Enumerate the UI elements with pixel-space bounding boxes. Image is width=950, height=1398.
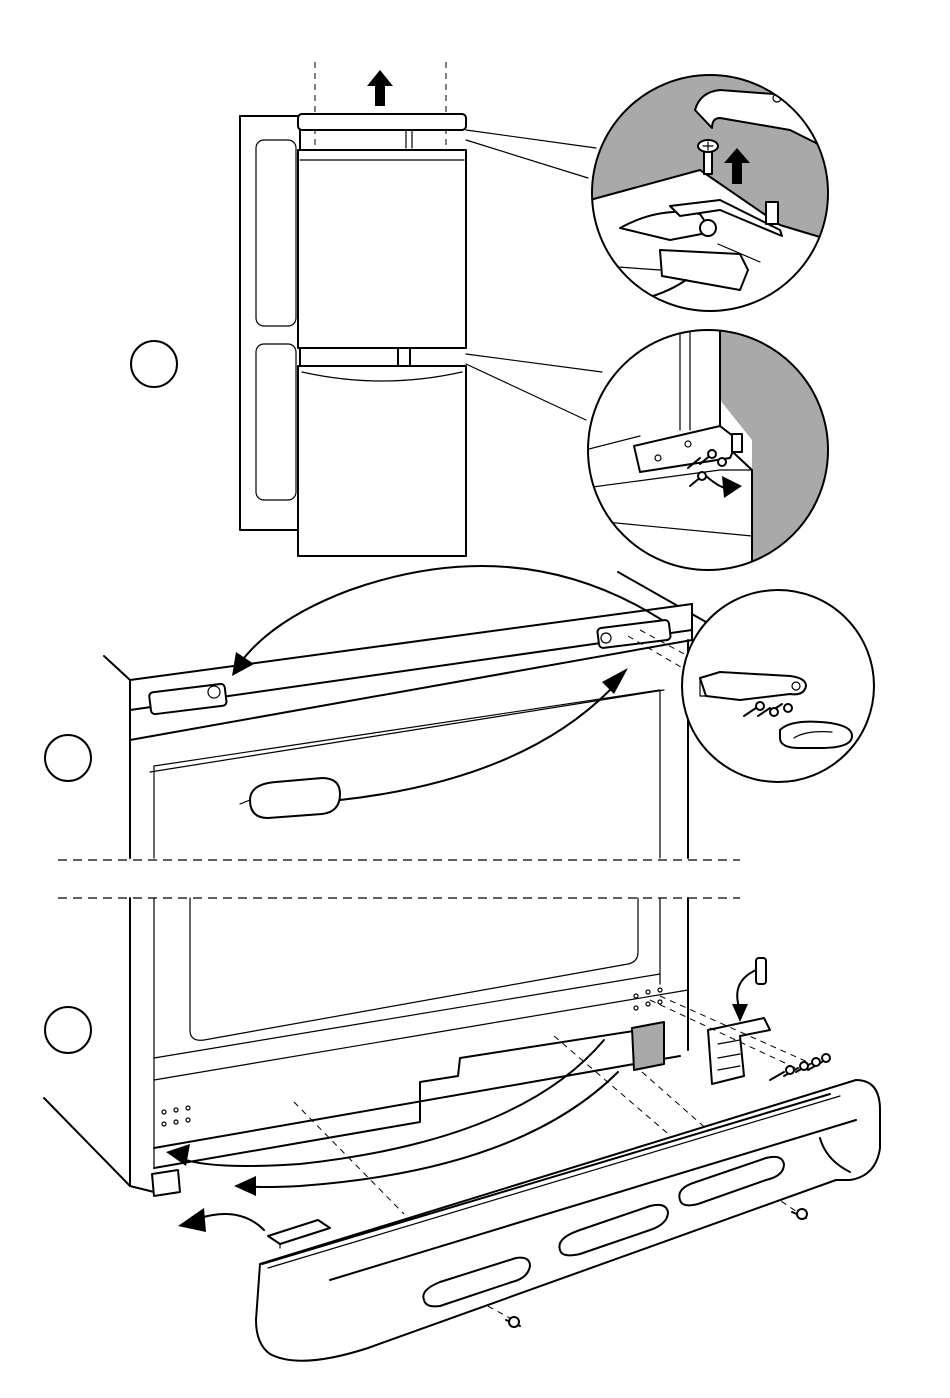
hinge-screws [770, 1054, 830, 1080]
arc-arrow-middle-icon [234, 1176, 256, 1196]
top-hinge-cover [298, 114, 466, 130]
upper-door [298, 150, 466, 348]
hinge-cover-cap [780, 722, 852, 748]
step-1-panel [131, 62, 602, 556]
rotate-arrow-icon [600, 294, 624, 318]
pin-arrow-icon [732, 1004, 748, 1022]
step-3-panel [44, 898, 880, 1361]
step-3-marker [45, 1007, 91, 1053]
door-foot [152, 1170, 180, 1196]
arc-arrow-lower-icon [166, 1144, 190, 1166]
handle-cap [250, 778, 340, 818]
middle-hinge-detail [585, 328, 830, 573]
top-hinge-detail [590, 75, 830, 318]
step-1-marker [131, 341, 177, 387]
plinth-screw-lower [506, 1317, 520, 1327]
top-hinge-parts-detail [682, 590, 874, 782]
mount-holes-left [162, 1106, 190, 1126]
step-2-marker [45, 735, 91, 781]
move-arrow-icon [602, 668, 628, 694]
plinth-kickplate [256, 1080, 880, 1361]
bottom-hinge [708, 1018, 770, 1084]
upper-liner [256, 140, 296, 326]
middle-hinge [398, 348, 410, 366]
hinge-pin [756, 958, 766, 984]
cabinet-side [240, 116, 300, 530]
lower-door [298, 366, 466, 556]
spacer-block [268, 1220, 330, 1244]
swap-arrow-icon [178, 1208, 206, 1232]
step-2-panel [45, 566, 740, 858]
lift-arrow-icon [367, 70, 393, 106]
lower-liner [256, 344, 296, 500]
